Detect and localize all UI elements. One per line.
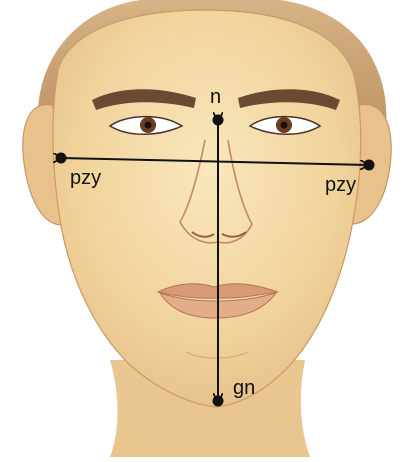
nasion-label: n xyxy=(210,87,221,107)
gnathion-point xyxy=(213,396,224,407)
nasion-point xyxy=(213,115,224,126)
right-pupil xyxy=(281,122,288,129)
right-zygion-label: pzy xyxy=(325,175,356,195)
left-zygion-label: pzy xyxy=(70,168,101,188)
left-zygion-point xyxy=(56,153,67,164)
gnathion-label: gn xyxy=(233,378,255,398)
right-zygion-point xyxy=(364,160,375,171)
left-pupil xyxy=(145,122,152,129)
